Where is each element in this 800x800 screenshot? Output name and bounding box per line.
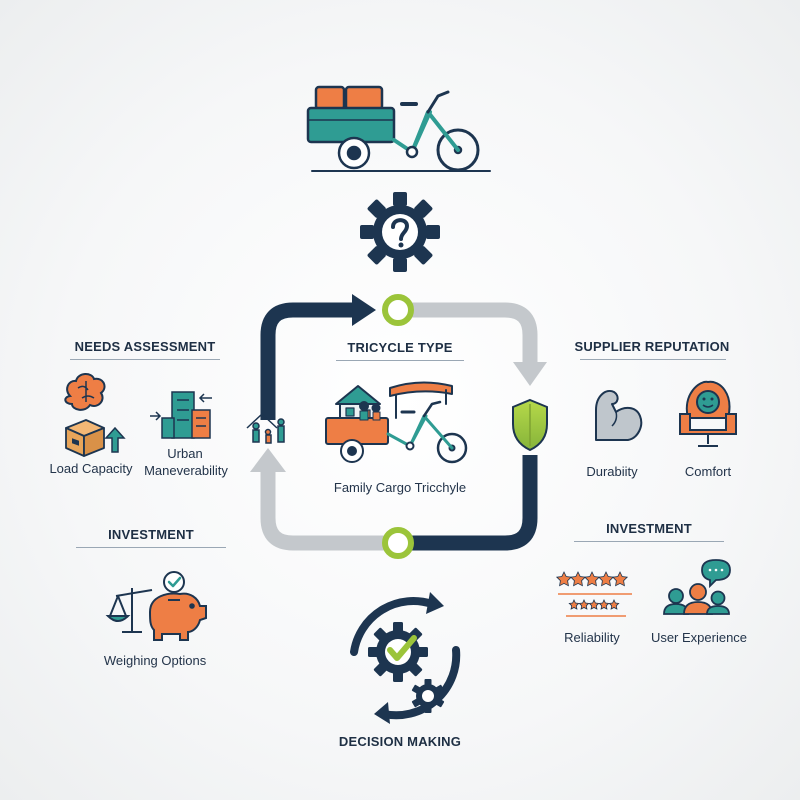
shield-icon	[512, 398, 548, 452]
maneuverability-label: Maneverability	[144, 463, 228, 478]
arrow-right-head	[352, 294, 376, 326]
decision-cycle-icon	[350, 592, 461, 724]
decision-making-heading: DECISION MAKING	[338, 734, 462, 749]
center-caption: Family Cargo Tricchyle	[333, 480, 467, 495]
investment-right-heading: INVESTMENT	[606, 521, 692, 536]
ring-node-top	[382, 294, 414, 326]
center-heading: TRICYCLE TYPE	[347, 340, 453, 355]
needs-assessment-rule	[70, 359, 220, 360]
up-arrow-icon	[104, 426, 126, 453]
family-icon	[246, 412, 285, 444]
cargo-tricycle-icon	[306, 85, 491, 172]
investment-left-heading: INVESTMENT	[108, 527, 194, 542]
arm-strength-icon	[595, 390, 643, 441]
arrow-up-head	[250, 448, 286, 472]
comfort-label: Comfort	[684, 464, 732, 479]
supplier-reputation-heading: SUPPLIER REPUTATION	[574, 339, 730, 354]
cycle-loop	[260, 302, 538, 551]
arrow-down-head	[513, 362, 547, 386]
reliability-label: Reliability	[564, 630, 620, 645]
load-capacity-label: Load Capacity	[49, 461, 133, 476]
durability-label: Durabiity	[586, 464, 638, 479]
city-buildings-icon	[150, 391, 212, 439]
star-rating-icon	[555, 571, 632, 617]
piggy-bank-icon	[148, 592, 207, 641]
needs-assessment-heading: NEEDS ASSESSMENT	[74, 339, 216, 354]
check-badge-icon	[163, 571, 185, 593]
family-tricycle-icon	[325, 381, 468, 464]
question-gear-icon	[360, 192, 440, 272]
user-group-icon	[663, 559, 731, 615]
box-icon	[65, 419, 105, 457]
comfort-chair-icon	[679, 380, 737, 447]
brain-icon	[64, 373, 106, 411]
investment-right-rule	[574, 541, 724, 542]
supplier-reputation-rule	[580, 359, 726, 360]
urban-label: Urban	[167, 446, 203, 461]
center-heading-rule	[336, 360, 464, 361]
scale-icon	[105, 588, 153, 633]
investment-left-rule	[76, 547, 226, 548]
user-experience-label: User Experience	[650, 630, 748, 645]
weighing-options-label: Weighing Options	[103, 653, 207, 668]
ring-node-bottom	[382, 527, 414, 559]
